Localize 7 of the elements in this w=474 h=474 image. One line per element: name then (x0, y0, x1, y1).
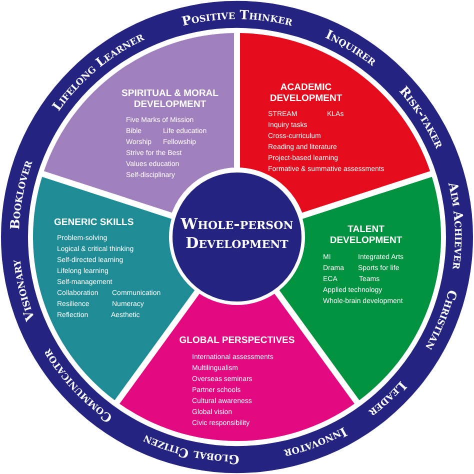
segment-heading: SPIRITUAL & MORAL DEVELOPMENT (120, 89, 220, 110)
segment-heading: GLOBAL PERSPECTIVES (178, 336, 296, 346)
segment-heading: GENERIC SKILLS (54, 218, 134, 228)
segment-heading: ACADEMIC DEVELOPMENT (268, 83, 344, 104)
segment-heading: TALENT DEVELOPMENT (328, 225, 404, 246)
ring-label: Positive Thinker (180, 6, 294, 29)
center-title: Whole-person Development (180, 215, 294, 253)
